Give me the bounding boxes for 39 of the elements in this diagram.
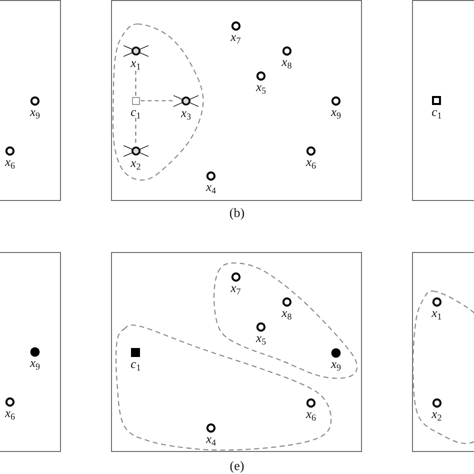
dashed-connector — [135, 68, 136, 96]
cluster-outline — [412, 290, 474, 444]
point-label: x$_{9}$ — [30, 357, 40, 370]
point-label: x$_{1}$ — [432, 307, 442, 320]
point-label: c$_{1}$ — [130, 106, 141, 118]
point-label: x$_{6}$ — [306, 408, 316, 420]
panel-caption: (e) — [230, 459, 244, 473]
dashed-connector — [135, 118, 136, 145]
point-label: x$_{5}$ — [256, 81, 266, 93]
point-label: x$_{5}$ — [256, 332, 266, 344]
cluster-outline — [212, 262, 358, 380]
point-label: x$_{3}$ — [180, 106, 192, 119]
plot-panel — [0, 252, 61, 452]
dashed-connector — [140, 100, 173, 102]
point-label: x$_{1}$ — [130, 56, 141, 69]
cluster-outline — [112, 23, 204, 182]
point-label: x$_{4}$ — [206, 432, 216, 445]
point-label: x$_{9}$ — [330, 358, 342, 370]
plot-panel — [0, 0, 61, 201]
point-label: x$_{4}$ — [206, 181, 216, 193]
point-label: x$_{7}$ — [230, 30, 241, 43]
point-label: x$_{9}$ — [330, 106, 342, 118]
point-label: x$_{8}$ — [282, 306, 292, 319]
point-label: x$_{9}$ — [30, 106, 40, 118]
point-label: x$_{7}$ — [230, 282, 241, 294]
point-label: c$_{1}$ — [432, 106, 442, 118]
point-label: x$_{6}$ — [4, 407, 16, 420]
cluster-outline — [115, 324, 332, 451]
point-label: x$_{6}$ — [4, 156, 16, 168]
plot-panel — [111, 252, 362, 452]
panel-caption: (b) — [229, 206, 245, 220]
point-label: x$_{8}$ — [282, 56, 292, 68]
point-label: x$_{2}$ — [432, 408, 442, 420]
point-label: x$_{2}$ — [130, 157, 141, 169]
point-label: c$_{1}$ — [130, 358, 141, 370]
plot-panel — [412, 0, 474, 201]
point-label: x$_{6}$ — [306, 156, 316, 168]
plot-panel — [111, 0, 362, 201]
plot-panel — [412, 252, 474, 452]
